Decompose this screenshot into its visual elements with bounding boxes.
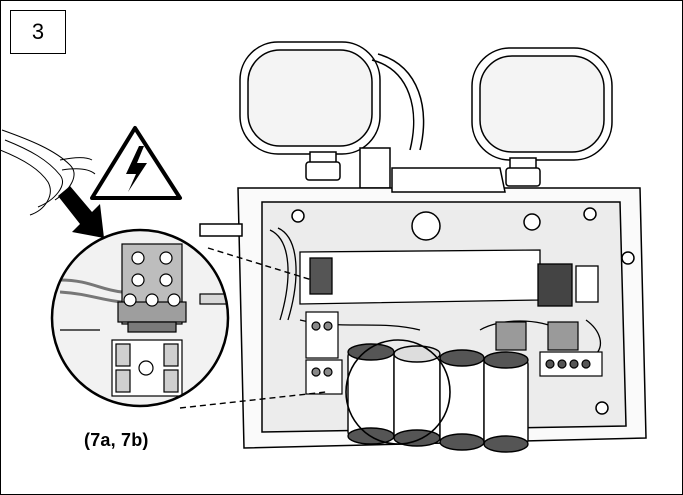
step-number-box: 3 [10,10,66,54]
control-board [299,249,599,307]
light-head-right [471,47,613,187]
leader-lines [179,247,327,409]
zoom-detail [50,228,230,408]
light-head-left [239,41,381,181]
battery-pack [347,343,529,453]
connector-blocks [495,321,603,377]
step-number: 3 [31,19,45,44]
head-cable [359,53,425,189]
callout-label: (7a, 7b) [84,430,149,450]
terminal-block [305,311,343,395]
battery-highlight-circle [345,339,451,445]
high-voltage-warning-icon [90,126,182,200]
down-left-arrow-icon [58,186,104,238]
